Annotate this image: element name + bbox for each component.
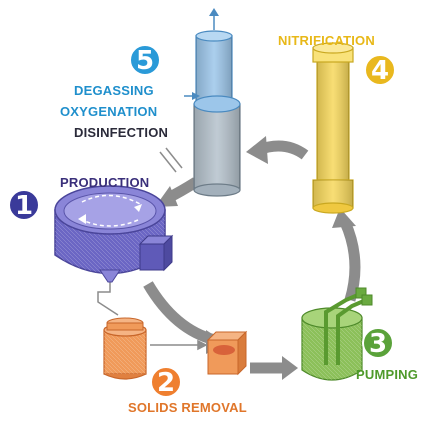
stage-2-number: 2	[157, 368, 175, 398]
degassing-to-production-flow-marks	[159, 147, 183, 173]
stage-2-label: SOLIDS REMOVAL	[128, 400, 247, 415]
stage-5-number: 5	[136, 46, 154, 76]
pumping-sump	[301, 287, 373, 381]
stage-5-label-degassing: DEGASSING	[74, 83, 154, 98]
stage-5-label-disinfection: DISINFECTION	[74, 125, 169, 140]
stage-3-number: 3	[369, 329, 387, 359]
solids-removal-tank	[103, 317, 147, 380]
solids-to-box-line	[150, 339, 208, 351]
stage-3-label: PUMPING	[356, 367, 419, 382]
stage-3-number-badge: 3	[362, 327, 394, 359]
stage-5-label-oxygenation: OXYGENATION	[60, 104, 158, 119]
stage-1-number: 1	[15, 191, 33, 221]
production-tank	[54, 185, 174, 283]
nitrification-column	[312, 42, 354, 214]
stage-4-number: 4	[371, 56, 389, 86]
flow-arrow-nitrification-to-degassing	[246, 136, 309, 164]
solids-filter-box	[206, 330, 248, 376]
stage-2-number-badge: 2	[150, 366, 182, 398]
flow-arrow-pumping-to-nitrification	[332, 208, 361, 302]
flow-arrow-solids-to-pumping	[250, 356, 298, 380]
stage-1-label: PRODUCTION	[60, 175, 150, 190]
stage-4-label: NITRIFICATION	[278, 33, 375, 48]
production-to-solids-drain-line	[97, 282, 119, 316]
degassing-column	[184, 8, 241, 197]
stage-1-number-badge: 1	[8, 189, 40, 221]
stage-4-number-badge: 4	[364, 54, 396, 86]
stage-5-number-badge: 5	[129, 44, 161, 76]
